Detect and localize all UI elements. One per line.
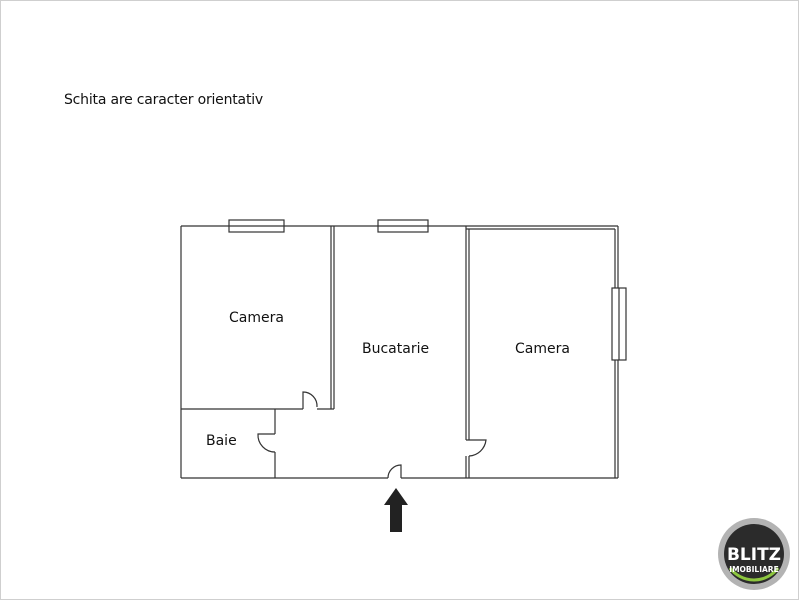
disclaimer-note: Schita are caracter orientativ: [64, 92, 264, 108]
door-entrance: [387, 464, 402, 479]
room-label-camera-left: Camera: [229, 310, 284, 326]
doors: [257, 391, 487, 479]
entrance-arrow-icon: [384, 488, 408, 532]
logo-accent-arc: [728, 567, 780, 582]
door-camera-right: [466, 439, 487, 457]
door-camera-left: [302, 391, 318, 409]
logo-core: [724, 524, 784, 584]
room-label-baie: Baie: [206, 433, 237, 449]
door-baie: [257, 433, 276, 453]
windows: [228, 219, 627, 361]
logo-brand: BLITZ: [727, 545, 781, 565]
room-label-camera-right: Camera: [515, 341, 570, 357]
blitz-logo: BLITZ IMOBILIARE: [718, 518, 790, 590]
logo-subtitle: IMOBILIARE: [729, 565, 778, 574]
room-label-bucatarie: Bucatarie: [362, 341, 429, 357]
